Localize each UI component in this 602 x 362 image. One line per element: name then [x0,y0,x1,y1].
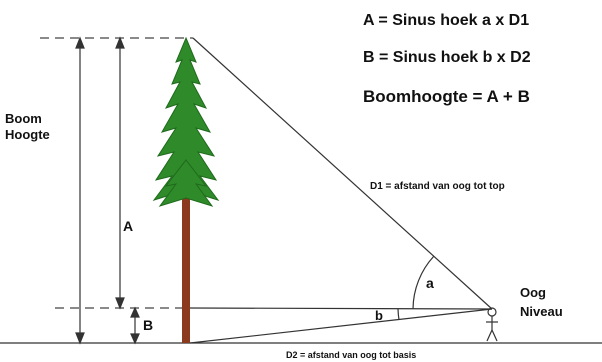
label-niveau: Niveau [520,304,563,319]
label-d2: D2 = afstand van oog tot basis [286,350,416,360]
observer-eye-icon [486,307,498,342]
formula-height: Boomhoogte = A + B [363,87,530,106]
d2-line [189,308,493,344]
label-segment-b: B [143,317,153,333]
segment-b-arrow [130,306,140,345]
tree-trunk [182,60,190,343]
label-d1: D1 = afstand van oog tot top [370,181,505,192]
label-oog: Oog [520,285,546,300]
formula-a: A = Sinus hoek a x D1 [363,12,529,29]
angle-b-arc [397,308,400,321]
formula-b: B = Sinus hoek b x D2 [363,49,531,66]
label-boom: Boom [5,111,42,126]
eye-level-line [189,307,493,310]
d1-line [192,37,493,310]
label-hoogte: Hoogte [5,127,50,142]
label-segment-a: A [123,218,133,234]
angle-a-arc [412,255,435,310]
label-angle-a: a [426,275,434,291]
segment-a-arrow [115,36,125,310]
tree-height-arrow [75,36,85,345]
label-angle-b: b [375,308,383,323]
tree-foliage [152,36,220,207]
